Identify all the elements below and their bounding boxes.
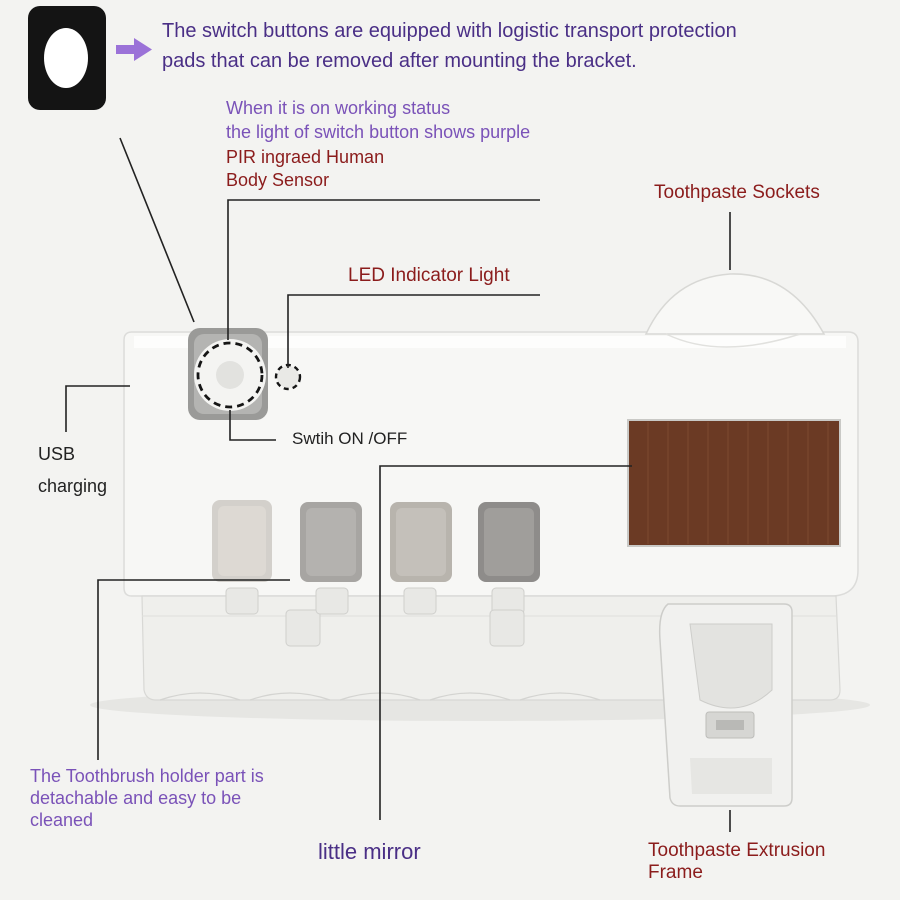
working-status-line-1: When it is on working status bbox=[226, 98, 451, 118]
pir-sensor-label-line-2: Body Sensor bbox=[226, 170, 330, 190]
toothbrush-slots bbox=[212, 500, 540, 582]
protection-pad-icon bbox=[28, 6, 106, 110]
working-status-line-2: the light of switch button shows purple bbox=[226, 122, 531, 142]
little-mirror-panel bbox=[627, 419, 841, 547]
usb-charging-label-line-2: charging bbox=[38, 476, 108, 496]
holder-note-line-1: The Toothbrush holder part is bbox=[30, 766, 264, 786]
extrusion-frame-label-line-1: Toothpaste Extrusion bbox=[648, 840, 826, 861]
toothpaste-socket-dome bbox=[644, 273, 826, 348]
brush-hooks bbox=[225, 587, 525, 647]
usb-charging-label-line-1: USB bbox=[38, 444, 76, 464]
header-note-line-1: The switch buttons are equipped with log… bbox=[162, 20, 737, 42]
extrusion-frame bbox=[658, 603, 793, 807]
leader-lines bbox=[65, 137, 731, 832]
arrow-right-icon bbox=[116, 38, 152, 61]
little-mirror-label: little mirror bbox=[318, 839, 421, 864]
holder-note-line-3: cleaned bbox=[30, 810, 94, 830]
led-indicator bbox=[274, 363, 302, 391]
extrusion-frame-label-line-2: Frame bbox=[648, 862, 703, 883]
pir-sensor-label-line-1: PIR ingraed Human bbox=[226, 147, 385, 167]
switch-onoff-label: Swtih ON /OFF bbox=[292, 429, 408, 448]
header-note-line-2: pads that can be removed after mounting … bbox=[162, 50, 637, 72]
switch-panel bbox=[188, 328, 268, 420]
holder-note-line-2: detachable and easy to be bbox=[30, 788, 242, 808]
toothpaste-sockets-label: Toothpaste Sockets bbox=[654, 182, 820, 203]
led-indicator-label: LED Indicator Light bbox=[348, 265, 510, 286]
